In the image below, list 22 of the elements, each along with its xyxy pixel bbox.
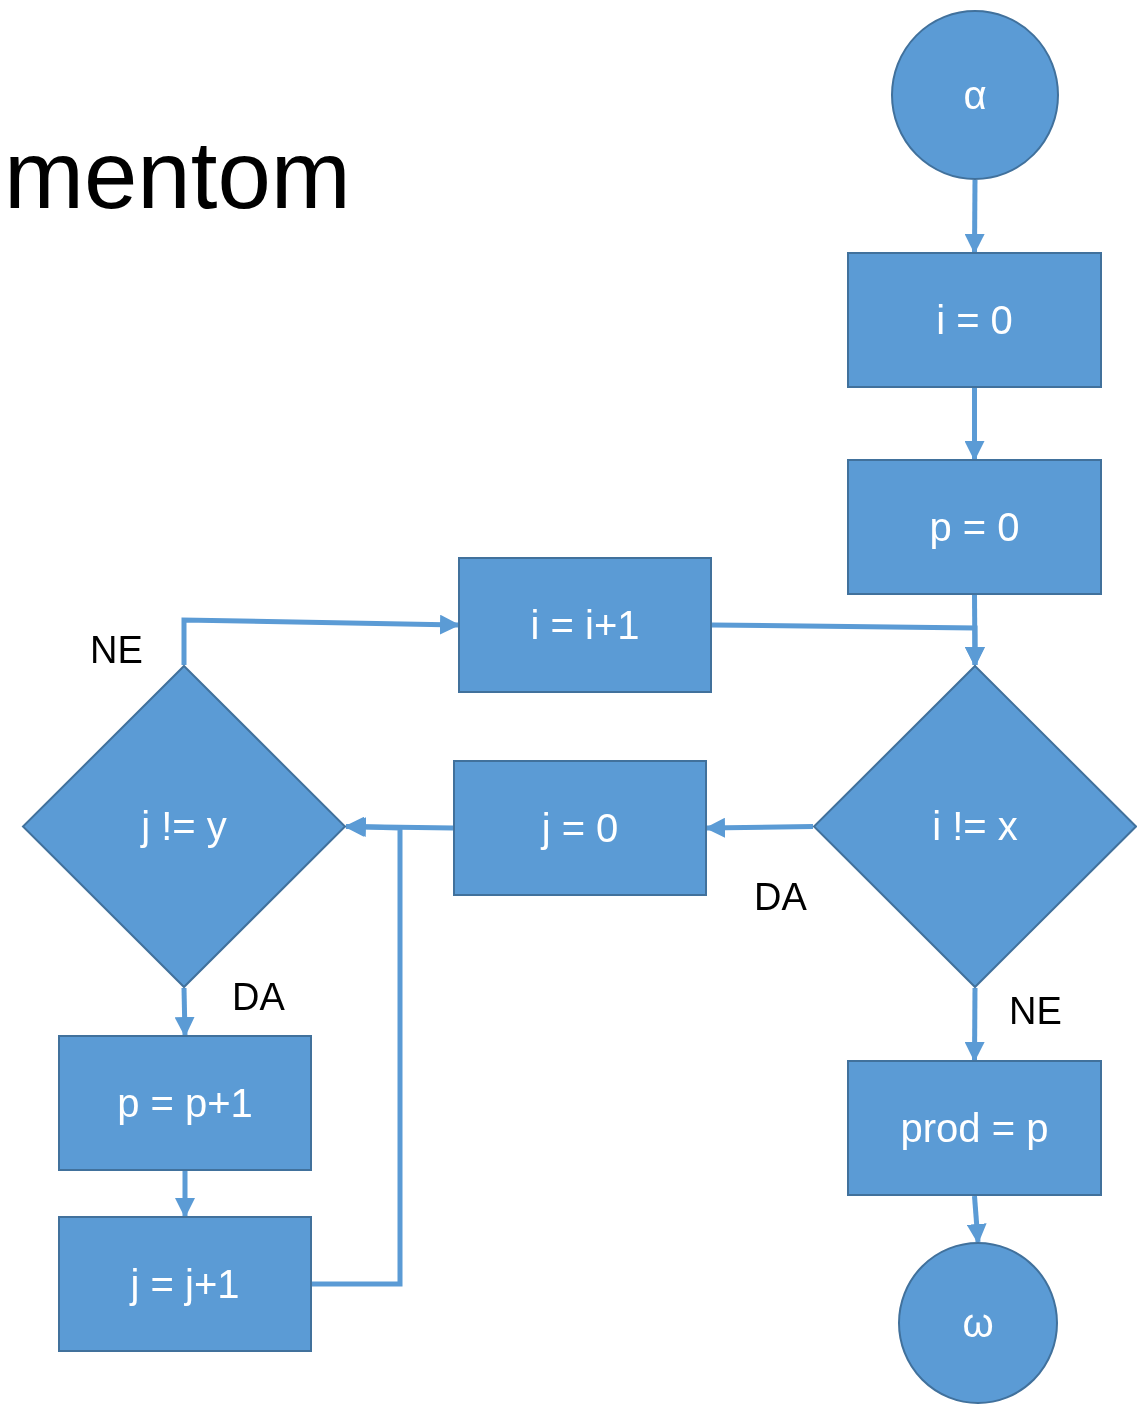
arrow [344,816,454,837]
arrow [964,180,985,254]
arrow [966,1195,987,1244]
condition-label: i != x [932,804,1018,849]
process-label: i = i+1 [530,602,640,648]
process-label: j = j+1 [130,1261,240,1307]
process-label: prod = p [900,1105,1049,1151]
arrow [181,614,460,665]
process-label: p = 0 [929,504,1020,550]
process-label: p = p+1 [117,1080,253,1126]
arrow [175,1171,195,1218]
terminal-label: α [963,72,987,118]
terminal-label: ω [962,1300,994,1346]
arrow [964,388,985,461]
arrow [312,817,403,1287]
diagram-title: mentom [4,120,351,230]
process-label: i = 0 [936,297,1013,343]
arrow [964,988,985,1062]
process-label: j = 0 [541,805,619,851]
condition-label: j != y [141,804,227,849]
arrow [174,987,195,1037]
arrow [711,622,985,667]
